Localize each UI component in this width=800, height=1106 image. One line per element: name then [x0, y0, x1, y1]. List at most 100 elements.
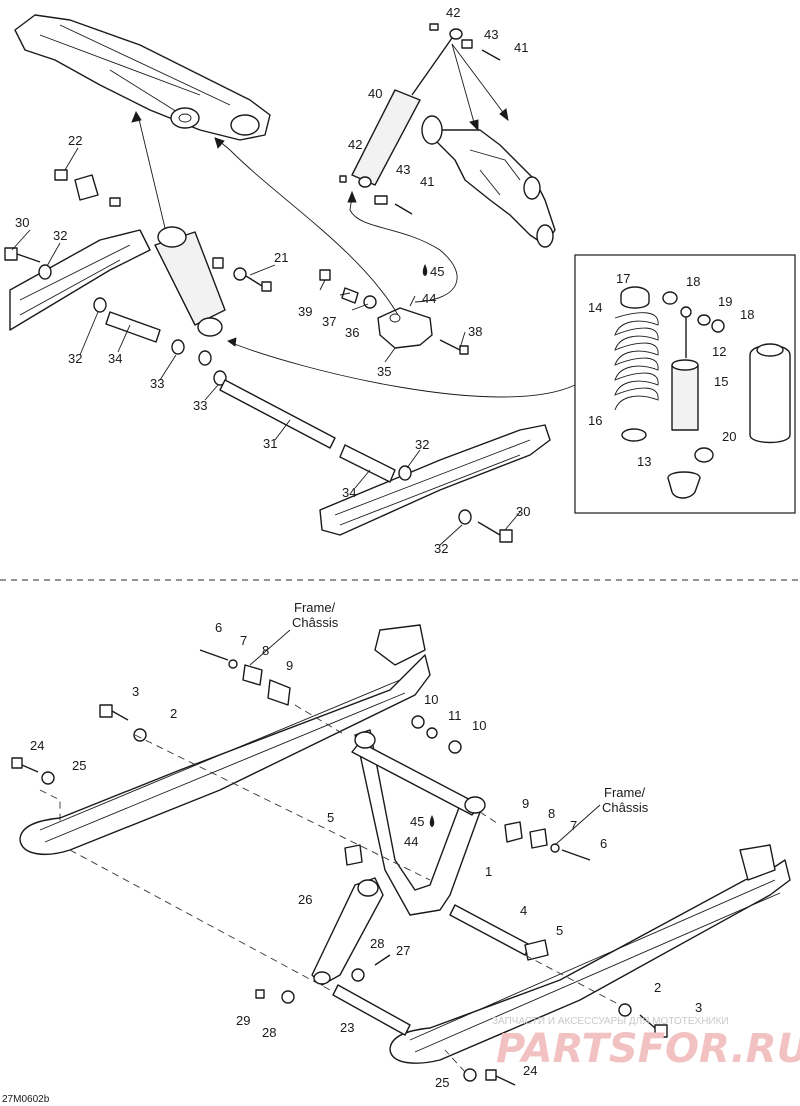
- callout-41-mid: 41: [420, 174, 434, 189]
- callout-24-left: 24: [30, 738, 44, 753]
- callout-11: 11: [448, 708, 462, 723]
- callout-26: 26: [298, 892, 312, 907]
- callout-28-b: 28: [262, 1025, 276, 1040]
- callouts: 42 43 41 40 42 43 41 22 30 32 21 45 44 3…: [15, 5, 754, 1090]
- callout-16: 16: [588, 413, 602, 428]
- link-arm-part-26: [311, 877, 384, 986]
- callout-23: 23: [340, 1020, 354, 1035]
- callout-28-a: 28: [370, 936, 384, 951]
- callout-9-left: 9: [286, 658, 293, 673]
- callout-3-left: 3: [132, 684, 139, 699]
- callout-24-right: 24: [523, 1063, 537, 1078]
- callout-13: 13: [637, 454, 651, 469]
- callout-7-left: 7: [240, 633, 247, 648]
- callout-4: 4: [520, 903, 527, 918]
- frame-label-left-line1: Frame/: [294, 600, 336, 615]
- callout-17: 17: [616, 271, 630, 286]
- axle-hardware: [4, 247, 513, 543]
- callout-33-a: 33: [150, 376, 164, 391]
- frame-label-left-line2: Châssis: [292, 615, 339, 630]
- part-21-bolt: [212, 257, 272, 292]
- callout-18-b: 18: [740, 307, 754, 322]
- callout-32-right: 32: [415, 437, 429, 452]
- callout-19: 19: [718, 294, 732, 309]
- chassis-frame-part: [14, 14, 271, 141]
- callout-33-b: 33: [193, 398, 207, 413]
- left-rail-bottom: [19, 624, 431, 855]
- shock-detail-inset: [574, 254, 796, 514]
- callout-35: 35: [377, 364, 391, 379]
- callout-leaders: [11, 147, 521, 546]
- callout-10-b: 10: [472, 718, 486, 733]
- frame-label-left: Frame/ Châssis: [249, 600, 339, 666]
- callout-42-top: 42: [446, 5, 460, 20]
- callout-34-left: 34: [108, 351, 122, 366]
- callout-20: 20: [722, 429, 736, 444]
- callout-25-left: 25: [72, 758, 86, 773]
- callout-7-right: 7: [570, 818, 577, 833]
- callout-10-a: 10: [424, 692, 438, 707]
- callout-15: 15: [714, 374, 728, 389]
- callout-36: 36: [345, 325, 359, 340]
- top-shock-hardware: [339, 23, 501, 215]
- watermark-logo: PARTSFOR.RU: [496, 1026, 800, 1072]
- main-shock-absorber: [154, 226, 226, 337]
- callout-1: 1: [485, 864, 492, 879]
- frame-label-right: Frame/ Châssis: [554, 785, 649, 846]
- callout-9-right: 9: [522, 796, 529, 811]
- callout-45-top: 45: [430, 264, 444, 279]
- callout-2-right: 2: [654, 980, 661, 995]
- assembly-dashed-lines: [39, 704, 621, 1073]
- part-22-bushing: [54, 169, 121, 207]
- watermark-text: ЗАПЧАСТИ И АКСЕССУАРЫ ДЛЯ МОТОТЕХНИКИ: [492, 1016, 729, 1027]
- right-rail-top: [319, 424, 551, 536]
- callout-34-right: 34: [342, 485, 356, 500]
- callout-18-a: 18: [686, 274, 700, 289]
- pivot-bracket-part: [421, 115, 556, 248]
- callout-12: 12: [712, 344, 726, 359]
- callout-31: 31: [263, 436, 277, 451]
- frame-label-right-line2: Châssis: [602, 800, 649, 815]
- callout-5-b: 5: [556, 923, 563, 938]
- callout-6-left: 6: [215, 620, 222, 635]
- rear-arm-part-1: [351, 729, 486, 916]
- callout-45-bottom: 45: [410, 814, 424, 829]
- callout-8-right: 8: [548, 806, 555, 821]
- callout-38: 38: [468, 324, 482, 339]
- right-rail-bottom: [389, 844, 791, 1064]
- callout-27: 27: [396, 943, 410, 958]
- callout-44-top: 44: [422, 291, 436, 306]
- bottom-hardware: [11, 649, 668, 1086]
- callout-5-a: 5: [327, 810, 334, 825]
- left-rail-top: [9, 229, 151, 331]
- callout-29: 29: [236, 1013, 250, 1028]
- callout-3-right: 3: [695, 1000, 702, 1015]
- callout-39: 39: [298, 304, 312, 319]
- callout-40: 40: [368, 86, 382, 101]
- callout-30-left: 30: [15, 215, 29, 230]
- frame-label-right-line1: Frame/: [604, 785, 646, 800]
- callout-32-left: 32: [53, 228, 67, 243]
- callout-2-left: 2: [170, 706, 177, 721]
- callout-42-mid: 42: [348, 137, 362, 152]
- callout-44-bottom: 44: [404, 834, 418, 849]
- callout-6-right: 6: [600, 836, 607, 851]
- callout-43-top: 43: [484, 27, 498, 42]
- shock-absorber-40: [351, 28, 463, 188]
- callout-32-bottom: 32: [434, 541, 448, 556]
- callout-21: 21: [274, 250, 288, 265]
- callout-43-mid: 43: [396, 162, 410, 177]
- assembly-arrows: [131, 43, 576, 398]
- callout-25-right: 25: [435, 1075, 449, 1090]
- drawing-code: 27M0602b: [2, 1094, 50, 1105]
- callout-14: 14: [588, 300, 602, 315]
- oil-drop-icon: [422, 264, 435, 827]
- callout-8-left: 8: [262, 643, 269, 658]
- callout-32-mid: 32: [68, 351, 82, 366]
- callout-37: 37: [322, 314, 336, 329]
- callout-22: 22: [68, 133, 82, 148]
- callout-30-right: 30: [516, 504, 530, 519]
- watermark: ЗАПЧАСТИ И АКСЕССУАРЫ ДЛЯ МОТОТЕХНИКИ PA…: [492, 1016, 800, 1072]
- part-35-bracket: [319, 269, 469, 355]
